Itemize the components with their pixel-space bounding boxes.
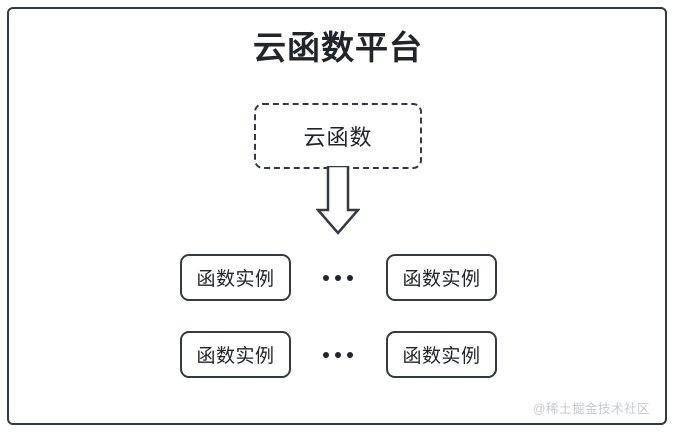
ellipsis-icon [303, 254, 373, 301]
function-instance-node: 函数实例 [386, 331, 497, 378]
function-instance-label: 函数实例 [402, 269, 481, 290]
ellipsis-dot [347, 351, 353, 358]
down-arrow-icon [315, 164, 361, 236]
function-instance-label: 函数实例 [196, 269, 275, 290]
ellipsis-dot [323, 274, 329, 281]
function-instance-label: 函数实例 [196, 346, 275, 367]
watermark-text: @稀土掘金技术社区 [532, 402, 650, 416]
function-instance-node: 函数实例 [180, 331, 291, 378]
cloud-function-label: 云函数 [303, 125, 373, 150]
instance-row: 函数实例 函数实例 [0, 331, 676, 378]
function-instance-node: 函数实例 [386, 254, 497, 301]
function-instance-node: 函数实例 [180, 254, 291, 301]
ellipsis-icon [303, 331, 373, 378]
ellipsis-dot [335, 351, 341, 358]
page-title: 云函数平台 [253, 29, 423, 66]
ellipsis-dot [323, 351, 329, 358]
ellipsis-dot [335, 274, 341, 281]
function-instance-label: 函数实例 [402, 346, 481, 367]
instance-row: 函数实例 函数实例 [0, 254, 676, 301]
cloud-function-node: 云函数 [254, 103, 422, 169]
ellipsis-dot [347, 274, 353, 281]
